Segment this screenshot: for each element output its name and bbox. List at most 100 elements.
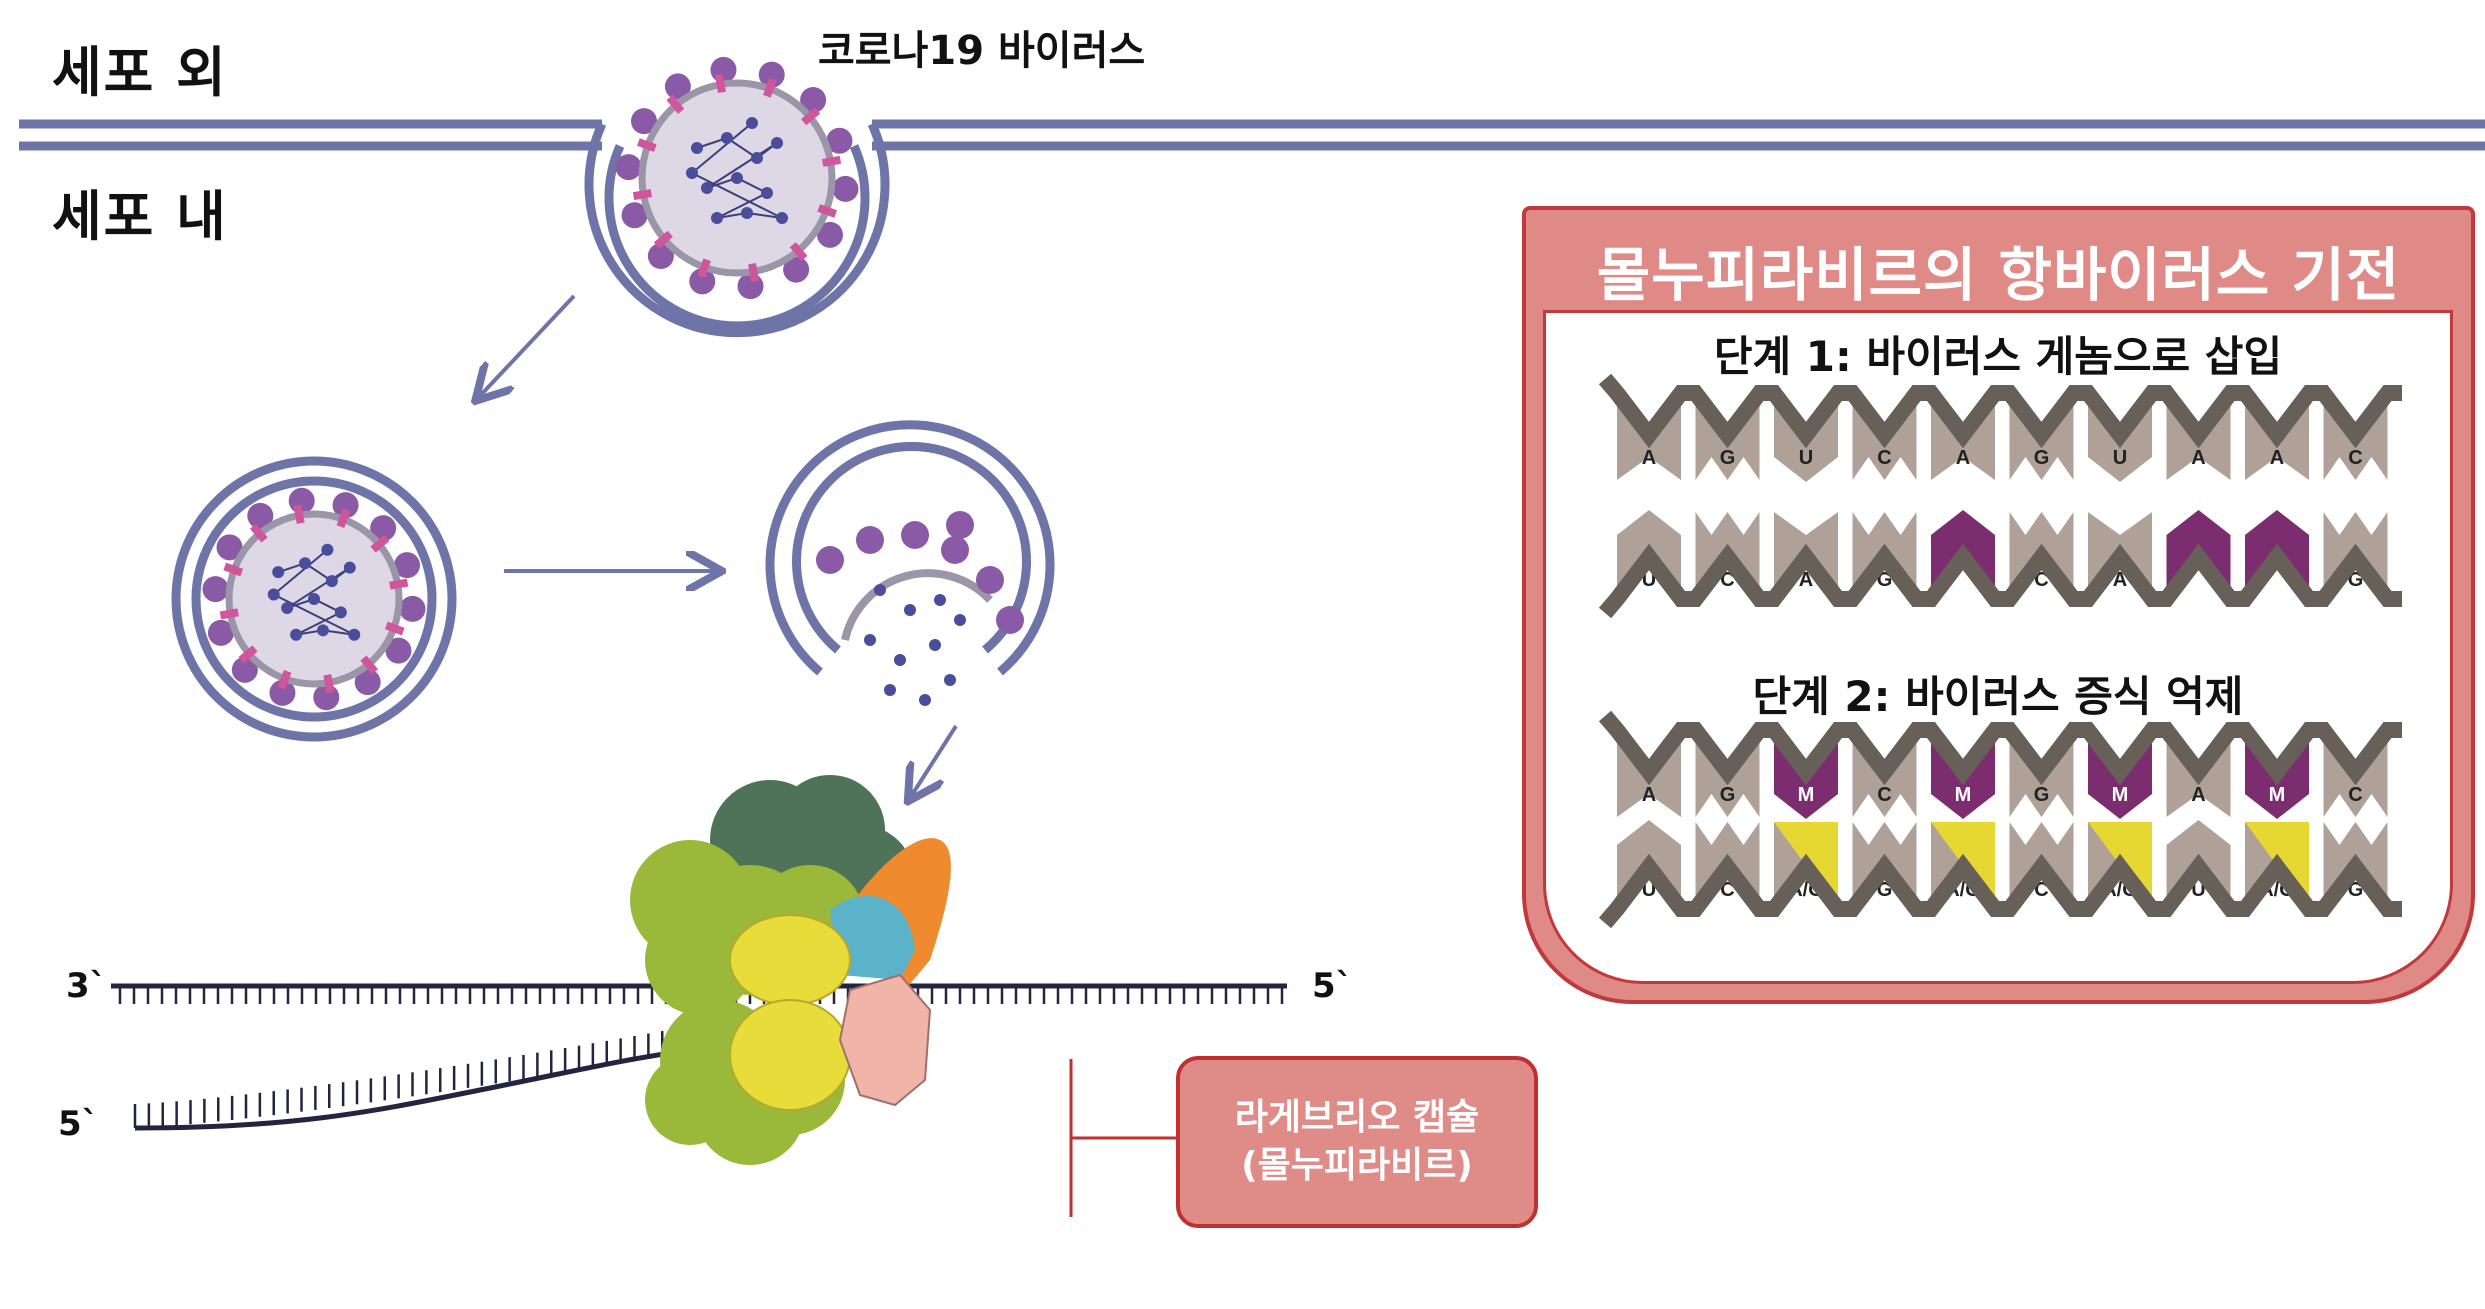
endosome-open-outer — [765, 420, 1055, 676]
membrane-line — [19, 119, 2485, 151]
rna-dot — [771, 137, 783, 149]
virus-stages — [171, 56, 1055, 742]
label-5prime-right: 5` — [1312, 966, 1353, 1006]
base-letter: C — [1877, 784, 1891, 806]
label-virus: 코로나19 바이러스 — [818, 28, 1146, 74]
arrow — [478, 294, 576, 398]
label-outside-cell: 세포 외 — [52, 41, 228, 104]
membrane-protein — [223, 562, 244, 577]
spike-protein — [399, 595, 426, 622]
endosome-outer — [171, 456, 457, 742]
spike-protein — [816, 546, 844, 574]
membrane-protein — [384, 621, 405, 636]
spike-protein — [783, 256, 810, 283]
spike-protein — [269, 679, 296, 706]
rna-dot — [894, 654, 906, 666]
rna-dot — [267, 588, 280, 601]
spike-protein — [996, 606, 1024, 634]
base-letter: G — [1720, 447, 1736, 469]
spike-protein — [231, 656, 258, 683]
spike-protein — [370, 515, 397, 542]
spike-protein — [615, 154, 642, 181]
rna-dot — [761, 187, 773, 199]
mechanism-panel: 몰누피라비르의 항바이러스 기전 단계 1: 바이러스 게놈으로 삽입 단계 2… — [1522, 206, 2475, 1004]
rna-dot — [721, 132, 733, 144]
capsule-name: 라게브리오 캡슐 — [1234, 1097, 1480, 1138]
membrane-protein — [632, 189, 652, 201]
membrane-protein — [748, 263, 760, 283]
base-letter: G — [1720, 784, 1736, 806]
base-letter: A — [2191, 447, 2205, 469]
membrane-protein — [697, 258, 711, 279]
nascent-strand — [134, 1047, 691, 1131]
sugar-phosphate-backbone — [1598, 853, 2402, 929]
spike-protein — [216, 534, 243, 561]
viral-rna — [690, 122, 783, 219]
rna-dot — [316, 624, 329, 637]
membrane-protein — [277, 669, 292, 690]
coronavirus — [202, 487, 426, 711]
step1-title: 단계 1: 바이러스 게놈으로 삽입 — [1713, 332, 2283, 381]
membrane-protein — [822, 155, 842, 167]
coronavirus — [615, 56, 859, 300]
rna-dot — [929, 639, 941, 651]
spike-protein — [826, 127, 853, 154]
membrane-pocket-inner — [604, 144, 870, 331]
endosome-open-inner — [792, 442, 1031, 654]
spike-protein — [647, 243, 674, 270]
spike-protein — [394, 552, 421, 579]
spike-protein — [207, 619, 234, 646]
rna-dot — [864, 634, 876, 646]
rna-dot — [746, 117, 758, 129]
rna-dot — [904, 604, 916, 616]
spike-protein — [202, 576, 229, 603]
rna-dot — [711, 212, 723, 224]
rna-dot — [731, 172, 743, 184]
capsule-callout-line — [1069, 1059, 1176, 1217]
membrane-protein — [293, 504, 305, 524]
rna-dot — [290, 628, 303, 641]
rna-dot — [272, 566, 285, 579]
spike-protein — [856, 526, 884, 554]
rna-dot — [325, 575, 338, 588]
label-3prime: 3` — [66, 966, 107, 1006]
spike-protein — [800, 86, 827, 113]
spike-protein — [385, 637, 412, 664]
ribosome-blue-part — [830, 895, 915, 980]
spike-protein — [689, 268, 716, 295]
base-letter: U — [1799, 447, 1813, 469]
base-letter: M — [2112, 784, 2129, 806]
membrane-protein — [666, 94, 685, 114]
sugar-phosphate-backbone — [1598, 373, 2402, 449]
base-letter: U — [2113, 447, 2127, 469]
membrane-protein — [323, 674, 335, 694]
capsule-drug: (몰누피라비르) — [1241, 1145, 1473, 1186]
rna-dot — [751, 152, 763, 164]
label-5prime-left: 5` — [58, 1104, 99, 1144]
membrane-protein — [653, 230, 673, 249]
endosome-inner — [191, 476, 437, 722]
membrane-protein — [817, 204, 838, 218]
rna-dot — [299, 557, 312, 570]
spike-protein — [631, 108, 658, 135]
rna-dot — [343, 561, 356, 574]
rna-dot — [686, 167, 698, 179]
ribosome — [630, 775, 951, 1165]
membrane-protein — [249, 523, 268, 543]
ribosome-subunit — [645, 1055, 735, 1145]
base-letter: A — [1956, 447, 1970, 469]
base-letter: G — [2034, 447, 2050, 469]
base-letter: A — [1642, 447, 1656, 469]
base-letter: C — [2348, 447, 2362, 469]
capsule-box: 라게브리오 캡슐 (몰누피라비르) — [1176, 1056, 1538, 1228]
rna-dot — [776, 212, 788, 224]
rna-dot — [348, 628, 361, 641]
spike-protein — [832, 175, 859, 202]
rna-dot — [334, 606, 347, 619]
arrow — [910, 724, 958, 798]
base-letter: M — [2269, 784, 2286, 806]
